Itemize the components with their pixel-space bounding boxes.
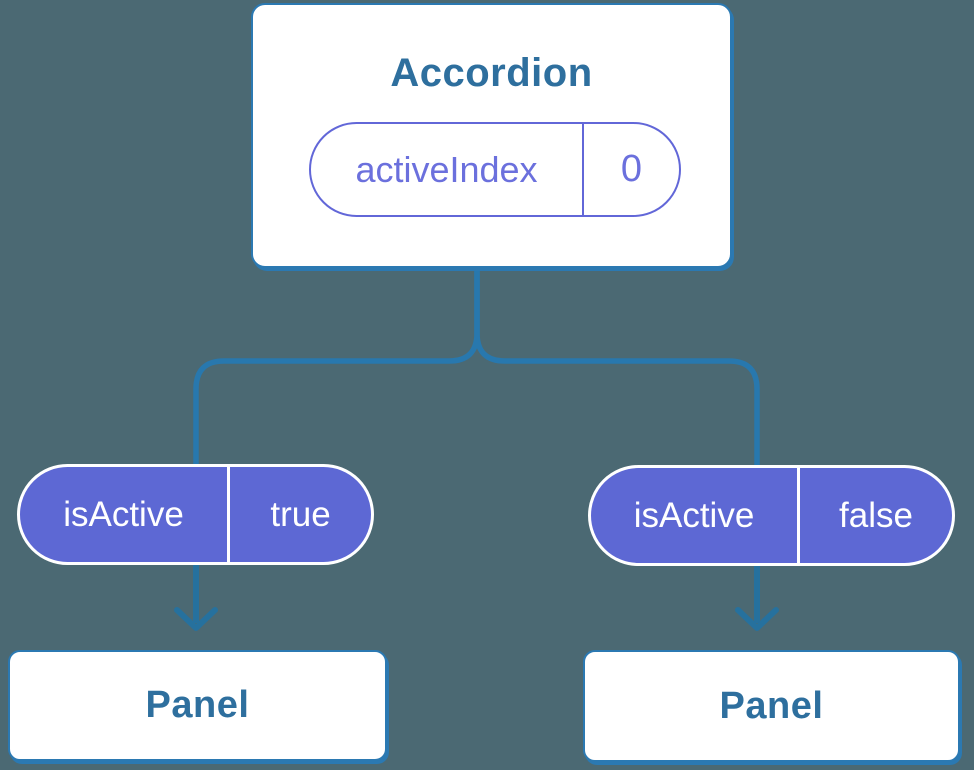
- prop-value: true: [227, 467, 371, 562]
- component-title: Panel: [719, 684, 824, 727]
- connector-right-branch: [474, 269, 760, 505]
- state-value: 0: [582, 124, 679, 215]
- panel-component-box-left: Panel: [8, 650, 387, 761]
- connector-left-branch: [193, 269, 480, 505]
- arrow-down-icon-left: [174, 607, 218, 631]
- prop-value: false: [797, 468, 952, 563]
- arrow-down-icon-right: [735, 607, 779, 631]
- accordion-component-box: Accordion activeIndex 0: [251, 3, 732, 268]
- prop-name: isActive: [63, 494, 184, 534]
- prop-pill-right: isActive false: [588, 465, 955, 566]
- component-title: Accordion: [390, 51, 593, 95]
- panel-component-box-right: Panel: [583, 650, 960, 762]
- state-pill: activeIndex 0: [309, 122, 681, 217]
- prop-name: isActive: [633, 495, 755, 535]
- prop-pill-left: isActive true: [17, 464, 374, 565]
- state-name: activeIndex: [355, 148, 538, 190]
- component-title: Panel: [145, 684, 250, 726]
